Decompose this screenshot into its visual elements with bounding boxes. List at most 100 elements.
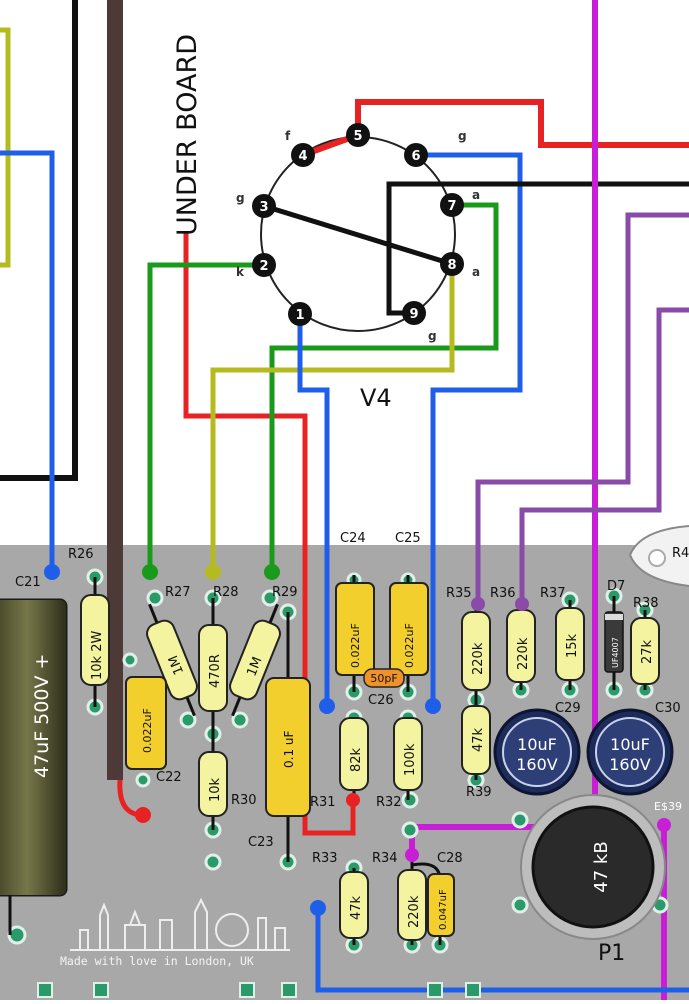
capacitor-c23: 0.1 uF — [265, 612, 311, 862]
resistor-r31: 82k — [339, 717, 369, 800]
label-r34: R34 — [372, 851, 398, 866]
pad-blue-r26 — [44, 564, 60, 580]
resistor-r37: 15k — [555, 600, 585, 690]
r32-value: 100k — [403, 743, 418, 776]
tube-pin-3: 3 — [259, 200, 268, 215]
label-c21: C21 — [15, 575, 41, 590]
wire-olive-anode — [210, 264, 455, 572]
wire-blue-left — [0, 150, 55, 570]
pin-letter-f: f — [285, 129, 291, 143]
resistor-r26: 10k 2W — [80, 577, 110, 707]
wire-green-k — [147, 262, 264, 572]
capacitor-c24: 0.022uF — [335, 575, 375, 692]
pin-letter-g-top: g — [458, 129, 467, 143]
wire-black-cross — [263, 203, 453, 267]
c29-cap: 10uF — [517, 735, 557, 754]
resistor-r28: 470R — [198, 598, 228, 734]
wire-red-under — [183, 232, 356, 836]
resistor-r36: 220k — [506, 604, 536, 690]
r34-value: 220k — [407, 895, 422, 928]
c26-value: 50pF — [370, 672, 397, 685]
wire-purple-main — [409, 0, 598, 855]
wire-purple-r36 — [519, 307, 689, 604]
tube-pin-5: 5 — [353, 129, 362, 144]
capacitor-c22: 0.022uF — [125, 676, 167, 770]
r38-value: 27k — [640, 639, 655, 664]
capacitor-c26: 50pF — [363, 668, 405, 688]
tube-label-v4: V4 — [360, 384, 392, 412]
r35-purple-pad — [471, 597, 485, 611]
r36-purple-pad — [515, 597, 529, 611]
p1-value: 47 kB — [591, 841, 612, 892]
resistor-r34: 220k — [397, 855, 427, 945]
label-e39: E$39 — [654, 800, 682, 813]
resistor-r27: 1M — [146, 603, 198, 717]
wire-purple-r35 — [475, 212, 689, 604]
pin-letter-a-right: a — [472, 265, 480, 279]
wire-green-anode — [269, 202, 499, 572]
label-c28: C28 — [437, 851, 463, 866]
label-r39: R39 — [466, 785, 492, 800]
capacitor-c30: 10uF 160V — [586, 708, 674, 796]
c23-value: 0.1 uF — [282, 730, 296, 768]
c22-value: 0.022uF — [141, 708, 154, 753]
wire-black-right — [386, 181, 689, 316]
pad-blue-c25 — [425, 698, 441, 714]
d7-value: UF4007 — [611, 637, 620, 668]
wire-olive-left — [0, 27, 11, 268]
r39-value: 47k — [471, 727, 486, 752]
tube-pins: 1 2 3 4 5 6 7 8 9 — [252, 123, 464, 326]
resistor-r29: 1M — [229, 603, 281, 717]
resistor-r35: 220k — [461, 604, 491, 700]
r28-value: 470R — [208, 654, 223, 688]
r30-value: 10k — [208, 777, 223, 802]
resistor-r30: 10k — [198, 734, 228, 830]
wire-red-top — [355, 99, 689, 148]
pad-olive-r28 — [205, 564, 221, 580]
resistor-r39: 47k — [461, 700, 491, 780]
c30-volt: 160V — [609, 755, 651, 774]
resistor-r33: 47k — [339, 868, 369, 945]
r36-value: 220k — [516, 637, 531, 670]
resistor-r32: 100k — [393, 717, 423, 800]
capacitor-c28: 0.047uF — [411, 862, 455, 945]
label-r35: R35 — [446, 586, 472, 601]
tube-pin-1: 1 — [295, 308, 304, 323]
label-c23: C23 — [248, 835, 274, 850]
c29-volt: 160V — [516, 755, 558, 774]
tube-pin-4: 4 — [298, 149, 307, 164]
tube-pin-7: 7 — [447, 199, 456, 214]
pin-letter-k: k — [236, 265, 245, 279]
made-with-love-text: Made with love in London, UK — [60, 954, 254, 968]
r35-value: 220k — [471, 642, 486, 675]
label-c25: C25 — [395, 531, 421, 546]
label-r36: R36 — [490, 586, 516, 601]
bottom-pads — [37, 982, 481, 998]
c24-value: 0.022uF — [349, 623, 362, 668]
wire-black-left — [0, 0, 78, 481]
potentiometer-p1: 47 kB — [520, 794, 666, 940]
resistor-r38: 27k — [630, 610, 660, 690]
label-c24: C24 — [340, 531, 366, 546]
r31-value: 82k — [349, 747, 364, 772]
capacitor-c21: 47uF 500V + — [0, 598, 68, 897]
tube-pin-2: 2 — [259, 259, 268, 274]
label-r31: R31 — [310, 795, 336, 810]
label-r26: R26 — [68, 547, 94, 562]
pad-blue-r33 — [310, 900, 326, 916]
label-c30: C30 — [655, 701, 681, 716]
tube-pin-9: 9 — [409, 307, 418, 322]
pin-letter-g-left: g — [236, 191, 245, 205]
label-r37: R37 — [540, 586, 566, 601]
label-p1: P1 — [598, 941, 625, 966]
tube-pin-6: 6 — [411, 149, 420, 164]
pad-red-c22 — [135, 807, 151, 823]
label-r27: R27 — [165, 585, 191, 600]
label-r32: R32 — [376, 795, 402, 810]
r34-purple-pad — [405, 848, 419, 862]
label-r4: R4 — [672, 546, 689, 561]
label-r33: R33 — [312, 851, 338, 866]
capacitor-c29: 10uF 160V — [493, 708, 581, 796]
